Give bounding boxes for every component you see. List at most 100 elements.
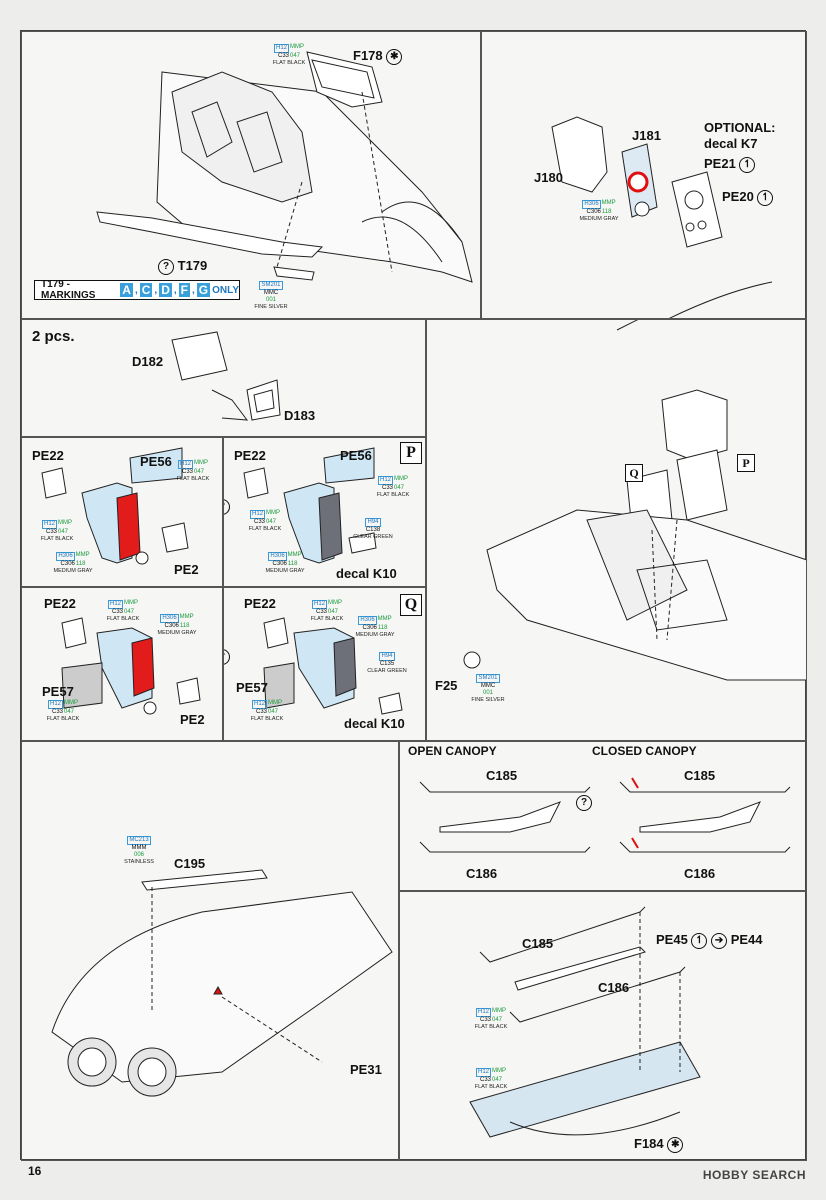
step-instrument-panel: OPTIONAL:decal K7 J181 PE21 ↿ J180 PE20 … xyxy=(481,31,807,319)
question-mark: ? xyxy=(224,648,230,665)
paint-fine-silver: SM201 MMC 001 FINE SILVER xyxy=(471,674,505,703)
part-pe22-label: PE22 xyxy=(44,596,76,611)
flip-icon: ↿ xyxy=(691,932,708,949)
part-pe31-label: PE31 xyxy=(350,1062,382,1077)
part-d182-label: D182 xyxy=(132,354,164,369)
part-c185-label: C185 xyxy=(486,768,518,783)
flip-icon: ↿ xyxy=(739,156,756,173)
part-pe22-label: PE22 xyxy=(234,448,266,463)
marking-f: F xyxy=(178,283,190,297)
console-q-drawing xyxy=(263,617,403,715)
arrow-icon: ➔ xyxy=(711,932,728,949)
part-pe57-label: PE57 xyxy=(42,684,74,699)
paint-fine-silver: SM201 MMC 001 FINE SILVER xyxy=(254,281,288,310)
two-pcs-title: 2 pcs. xyxy=(32,328,75,345)
part-c186-label: C186 xyxy=(466,866,498,881)
part-c186-label: C186 xyxy=(598,980,630,995)
variant-q-box: Q xyxy=(400,594,422,616)
decal-k10-label: decal K10 xyxy=(344,716,405,731)
question-mark: ? xyxy=(224,498,230,515)
bulkhead-drawing xyxy=(171,331,281,421)
part-c186-closed-label: C186 xyxy=(684,866,716,881)
star-icon: ✱ xyxy=(386,48,403,65)
question-icon: ? xyxy=(224,648,230,665)
part-pe57-label: PE57 xyxy=(236,680,268,695)
part-pe22-label: PE22 xyxy=(32,448,64,463)
step-two-pieces: 2 pcs. D182 D183 xyxy=(21,319,426,437)
console-red-drawing xyxy=(41,447,189,565)
step-canopy-options: OPEN CANOPY CLOSED CANOPY C185 C186 C185… xyxy=(399,741,807,891)
part-pe56-label: PE56 xyxy=(140,454,172,469)
variant-p-box: P xyxy=(737,454,755,472)
canopy-options-drawing xyxy=(419,777,791,853)
step-rear-fuselage: MC213 MMM 006 STAINLESS C195 PE31 xyxy=(21,741,399,1161)
question-icon: ? xyxy=(158,258,174,275)
part-f178-label: F178 ✱ xyxy=(353,48,403,65)
cockpit-drawing xyxy=(463,320,806,681)
fuselage-drawing xyxy=(96,51,473,283)
instrument-drawing xyxy=(551,116,773,318)
part-pe21-label: PE21 ↿ xyxy=(704,156,756,173)
part-c185-label: C185 xyxy=(522,936,554,951)
part-f184-label: F184 ✱ xyxy=(634,1136,684,1153)
step-cockpit-assembly: Q P F25 SM201 MMC 001 FINE SILVER xyxy=(426,319,807,741)
marking-g: G xyxy=(196,283,211,297)
part-f25-label: F25 xyxy=(435,678,458,693)
variant-p-box: P xyxy=(400,442,422,464)
part-pe45-label: PE45 ↿ ➔ PE44 xyxy=(656,932,763,949)
marking-a: A xyxy=(120,283,133,297)
part-pe56-label: PE56 xyxy=(340,448,372,463)
paint-clear-green: H94 C135 CLEAR GREEN xyxy=(367,652,407,674)
part-pe2-label: PE2 xyxy=(180,712,205,727)
optional-label: OPTIONAL:decal K7 xyxy=(704,120,776,151)
rear-fuselage-drawing xyxy=(51,869,393,1097)
closed-canopy-title: CLOSED CANOPY xyxy=(592,744,697,758)
canopy-assembly-drawing xyxy=(469,906,701,1138)
console-red-q-drawing xyxy=(61,617,201,715)
part-pe22-label: PE22 xyxy=(244,596,276,611)
variant-q-box: Q xyxy=(625,464,643,482)
paint-clear-green: H94 C138 CLEAR GREEN xyxy=(353,518,393,540)
question-icon: ? xyxy=(576,794,592,811)
part-d183-label: D183 xyxy=(284,408,316,423)
marking-d: D xyxy=(159,283,172,297)
decal-k10-label: decal K10 xyxy=(336,566,397,581)
star-icon: ✱ xyxy=(667,1136,684,1153)
part-j180-label: J180 xyxy=(534,170,563,185)
marking-c: C xyxy=(139,283,153,297)
markings-bar: T179 - MARKINGS A, C, D, F, G ONLY xyxy=(34,279,240,301)
console-p-drawing xyxy=(243,447,377,564)
question-mark: ? xyxy=(576,794,592,811)
part-pe2-label: PE2 xyxy=(174,562,199,577)
part-c185-closed-label: C185 xyxy=(684,768,716,783)
open-canopy-title: OPEN CANOPY xyxy=(408,744,497,758)
part-pe20-label: PE20 ↿ xyxy=(722,189,774,206)
question-icon: ? xyxy=(224,498,230,515)
flip-icon: ↿ xyxy=(757,189,774,206)
watermark: HOBBY SEARCH xyxy=(702,1168,806,1182)
paint-stainless: MC213 MMM 006 STAINLESS xyxy=(124,836,154,865)
part-j181-label: J181 xyxy=(632,128,661,143)
